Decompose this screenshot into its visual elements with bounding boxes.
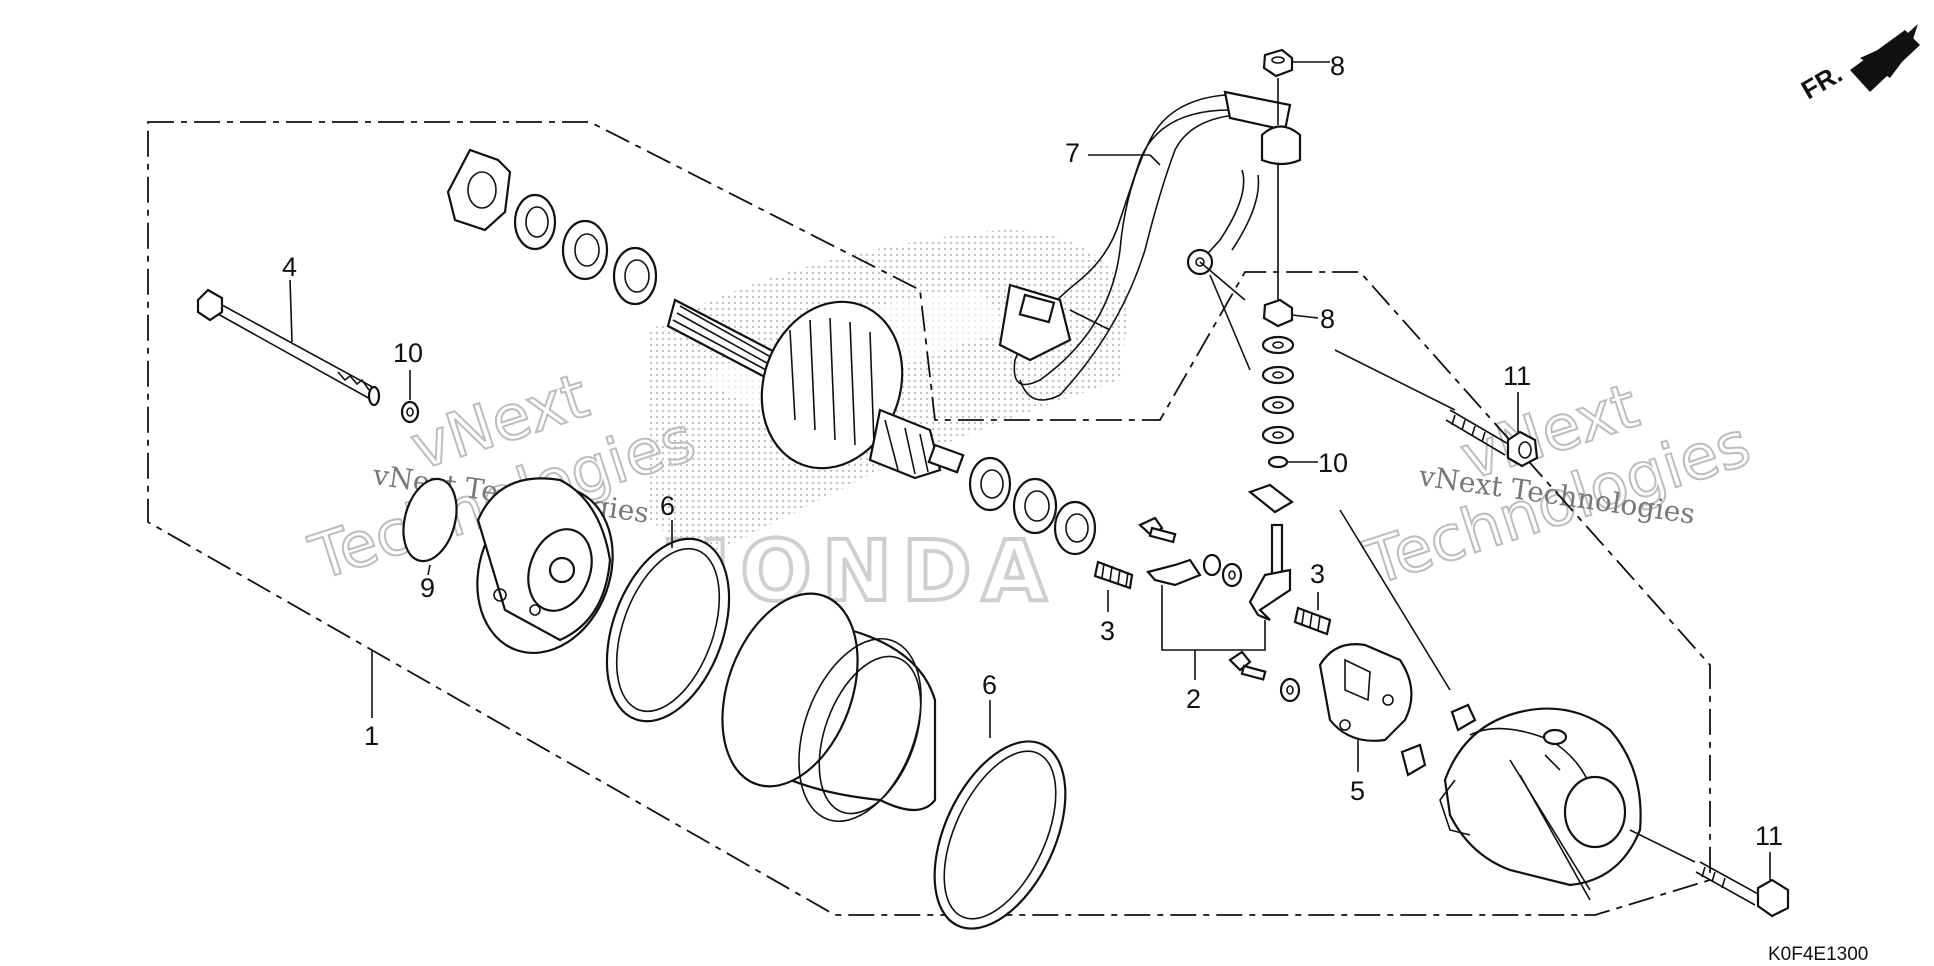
callout-8-mid: 8 xyxy=(1320,304,1335,334)
screw-upper-right xyxy=(1445,409,1539,468)
leader-lines xyxy=(289,61,1771,901)
vnext-watermark-right: vNext Technologies vNext Technologies xyxy=(1355,368,1759,601)
terminal-assembly xyxy=(1138,483,1301,703)
front-direction-indicator: FR. xyxy=(1796,24,1920,105)
small-washer-left xyxy=(400,400,420,424)
callout-3-left: 3 xyxy=(1100,616,1115,646)
front-cover xyxy=(476,477,614,655)
callout-labels: 8 7 8 10 4 10 9 6 6 1 3 3 2 5 11 11 xyxy=(282,51,1783,851)
callout-6-upper: 6 xyxy=(660,491,675,521)
seal-ring-lower xyxy=(933,740,1067,930)
callout-7: 7 xyxy=(1065,138,1080,168)
long-bolt xyxy=(196,288,381,407)
callout-1: 1 xyxy=(364,721,379,751)
starter-cable xyxy=(998,90,1302,401)
callout-10-right: 10 xyxy=(1318,448,1348,478)
yoke xyxy=(721,592,937,823)
brush-holder xyxy=(1318,643,1413,742)
callout-4: 4 xyxy=(282,252,297,282)
arrow-icon xyxy=(1850,30,1920,92)
screw-lower-right xyxy=(1695,861,1790,918)
callout-11-lower: 11 xyxy=(1755,821,1783,851)
brush-springs xyxy=(1093,560,1332,636)
nut-and-washer-stack xyxy=(1261,298,1295,469)
rear-cover xyxy=(1439,707,1642,887)
o-ring xyxy=(402,477,458,563)
callout-6-lower: 6 xyxy=(982,670,997,700)
fr-label: FR. xyxy=(1796,58,1847,105)
lock-plate xyxy=(446,148,512,232)
nut-top xyxy=(1262,48,1294,78)
armature xyxy=(666,298,965,480)
callout-2: 2 xyxy=(1186,684,1201,714)
seal-ring-upper xyxy=(605,537,731,723)
callout-10-left: 10 xyxy=(393,338,423,368)
washers-middle xyxy=(968,456,1097,556)
callout-9: 9 xyxy=(420,573,435,603)
callout-11-upper: 11 xyxy=(1503,361,1531,391)
washers-top xyxy=(513,193,658,306)
diagram-code: K0F4E1300 xyxy=(1768,944,1868,965)
callout-3-right: 3 xyxy=(1310,559,1325,589)
callout-8-top: 8 xyxy=(1330,51,1345,81)
small-gaskets xyxy=(1400,703,1477,777)
callout-5: 5 xyxy=(1350,776,1365,806)
